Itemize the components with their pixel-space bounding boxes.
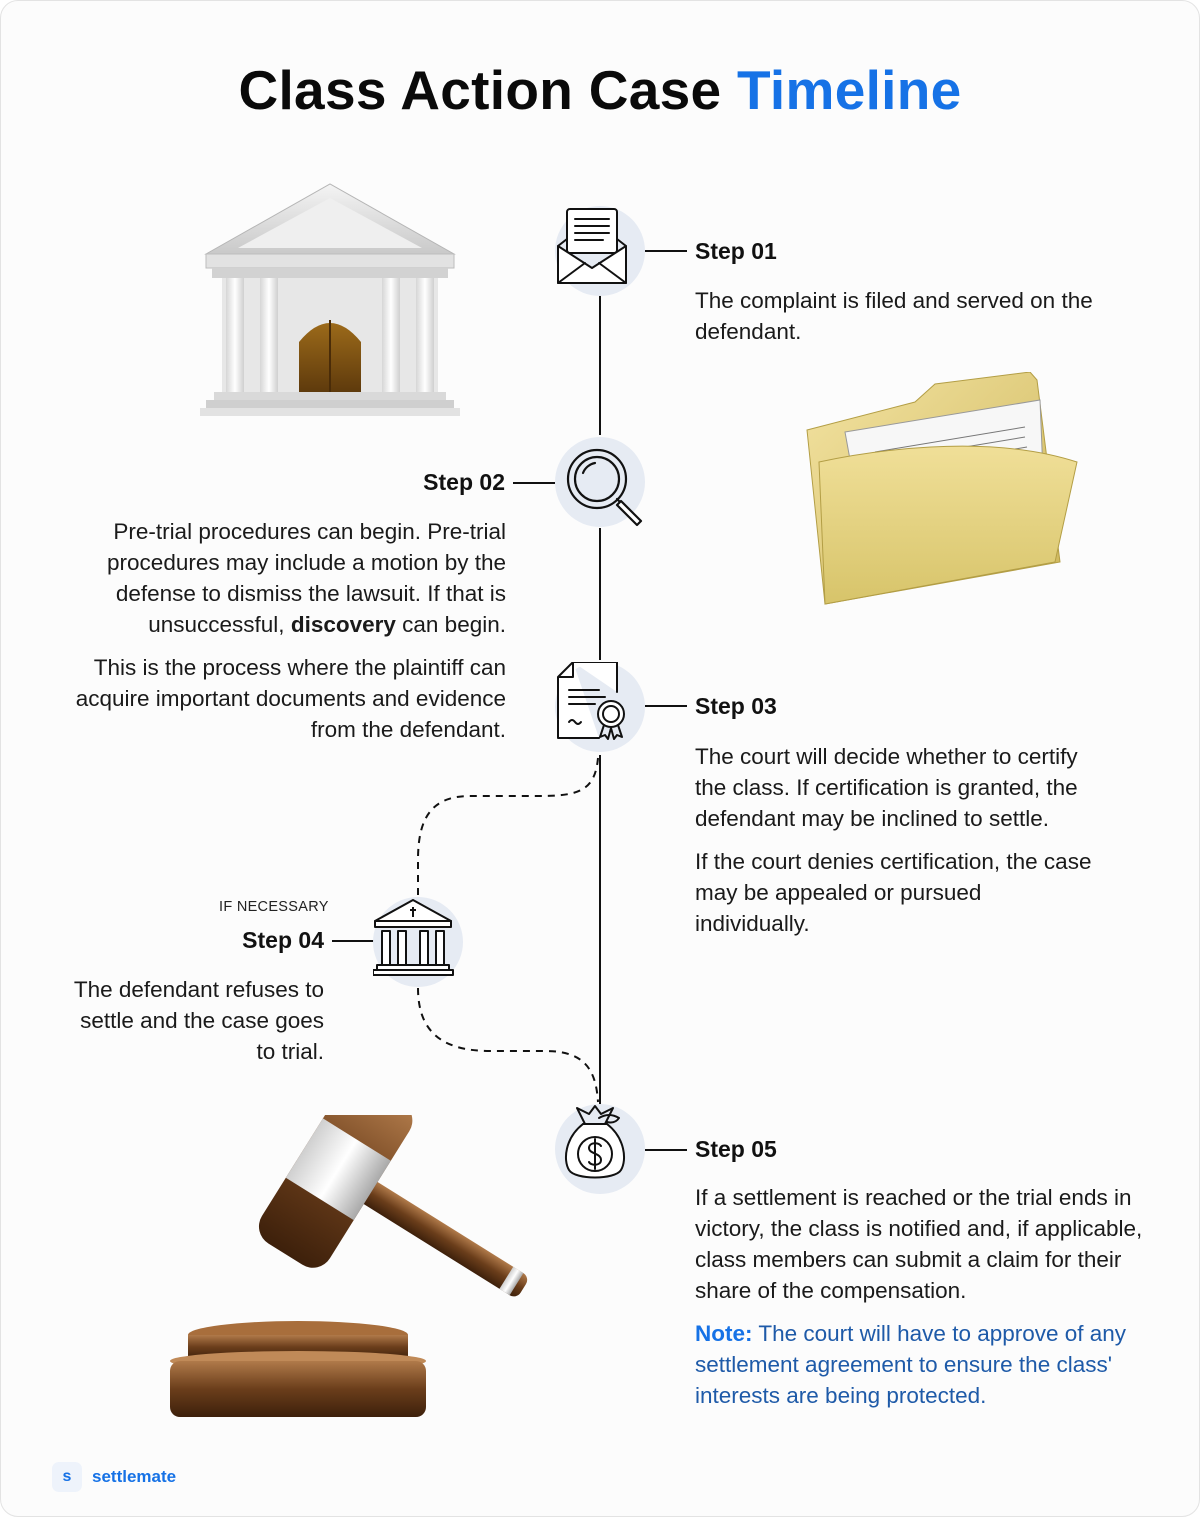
step1-description: The complaint is filed and served on the…: [695, 285, 1105, 347]
step3-title: Step 03: [695, 693, 777, 719]
step1-title: Step 01: [695, 238, 777, 264]
certificate-icon: [557, 662, 625, 740]
step4-tag: IF NECESSARY: [219, 899, 329, 915]
step4-title: Step 04: [242, 927, 324, 953]
magnifier-icon: [566, 448, 643, 527]
step2-text-before: Pre-trial procedures can begin. Pre-tria…: [107, 519, 506, 637]
step2-title: Step 02: [423, 469, 505, 495]
note-text: The court will have to approve of any se…: [695, 1321, 1127, 1408]
dashed-branch-bottom: [417, 987, 599, 1103]
money-bag-icon: [565, 1105, 625, 1179]
dashed-branch-top: [417, 757, 599, 895]
step5-title: Step 05: [695, 1136, 777, 1162]
brand-mark: s: [52, 1462, 82, 1492]
step2-paragraph-2: This is the process where the plaintiff …: [75, 655, 506, 742]
step4-icon-circle: [373, 897, 463, 987]
step4-paragraph: The defendant refuses to settle and the …: [73, 977, 324, 1064]
folder-illustration: [805, 372, 1080, 607]
courthouse-icon: [373, 899, 454, 976]
courthouse-illustration: [198, 182, 463, 418]
title-accent: Timeline: [737, 59, 962, 121]
step2-description: Pre-trial procedures can begin. Pre-tria…: [60, 516, 506, 745]
step5-icon-circle: [555, 1104, 645, 1194]
step2-text-after: can begin.: [402, 612, 506, 637]
step1-paragraph: The complaint is filed and served on the…: [695, 288, 1093, 344]
step5-paragraph: If a settlement is reached or the trial …: [695, 1185, 1143, 1303]
page-title: Class Action Case Timeline: [0, 58, 1200, 122]
step4-description: The defendant refuses to settle and the …: [60, 974, 324, 1067]
step1-icon-circle: [555, 206, 645, 296]
note-label: Note:: [695, 1321, 753, 1346]
step3-paragraph-1: The court will decide whether to certify…: [695, 744, 1078, 831]
step2-paragraph-1: Pre-trial procedures can begin. Pre-tria…: [60, 516, 506, 640]
envelope-document-icon: [557, 208, 627, 284]
step2-bold-discovery: discovery: [290, 612, 396, 637]
step2-icon-circle: [555, 437, 645, 527]
step5-note: Note: The court will have to approve of …: [695, 1318, 1145, 1411]
gavel-illustration: [168, 1115, 570, 1425]
title-main: Class Action Case: [238, 59, 722, 121]
brand-logo[interactable]: s settlemate: [52, 1462, 176, 1492]
brand-name: settlemate: [92, 1467, 177, 1486]
step3-description: The court will decide whether to certify…: [695, 741, 1095, 939]
step5-description: If a settlement is reached or the trial …: [695, 1182, 1145, 1411]
step3-icon-circle: [555, 662, 645, 752]
step3-paragraph-2: If the court denies certification, the c…: [695, 849, 1092, 936]
